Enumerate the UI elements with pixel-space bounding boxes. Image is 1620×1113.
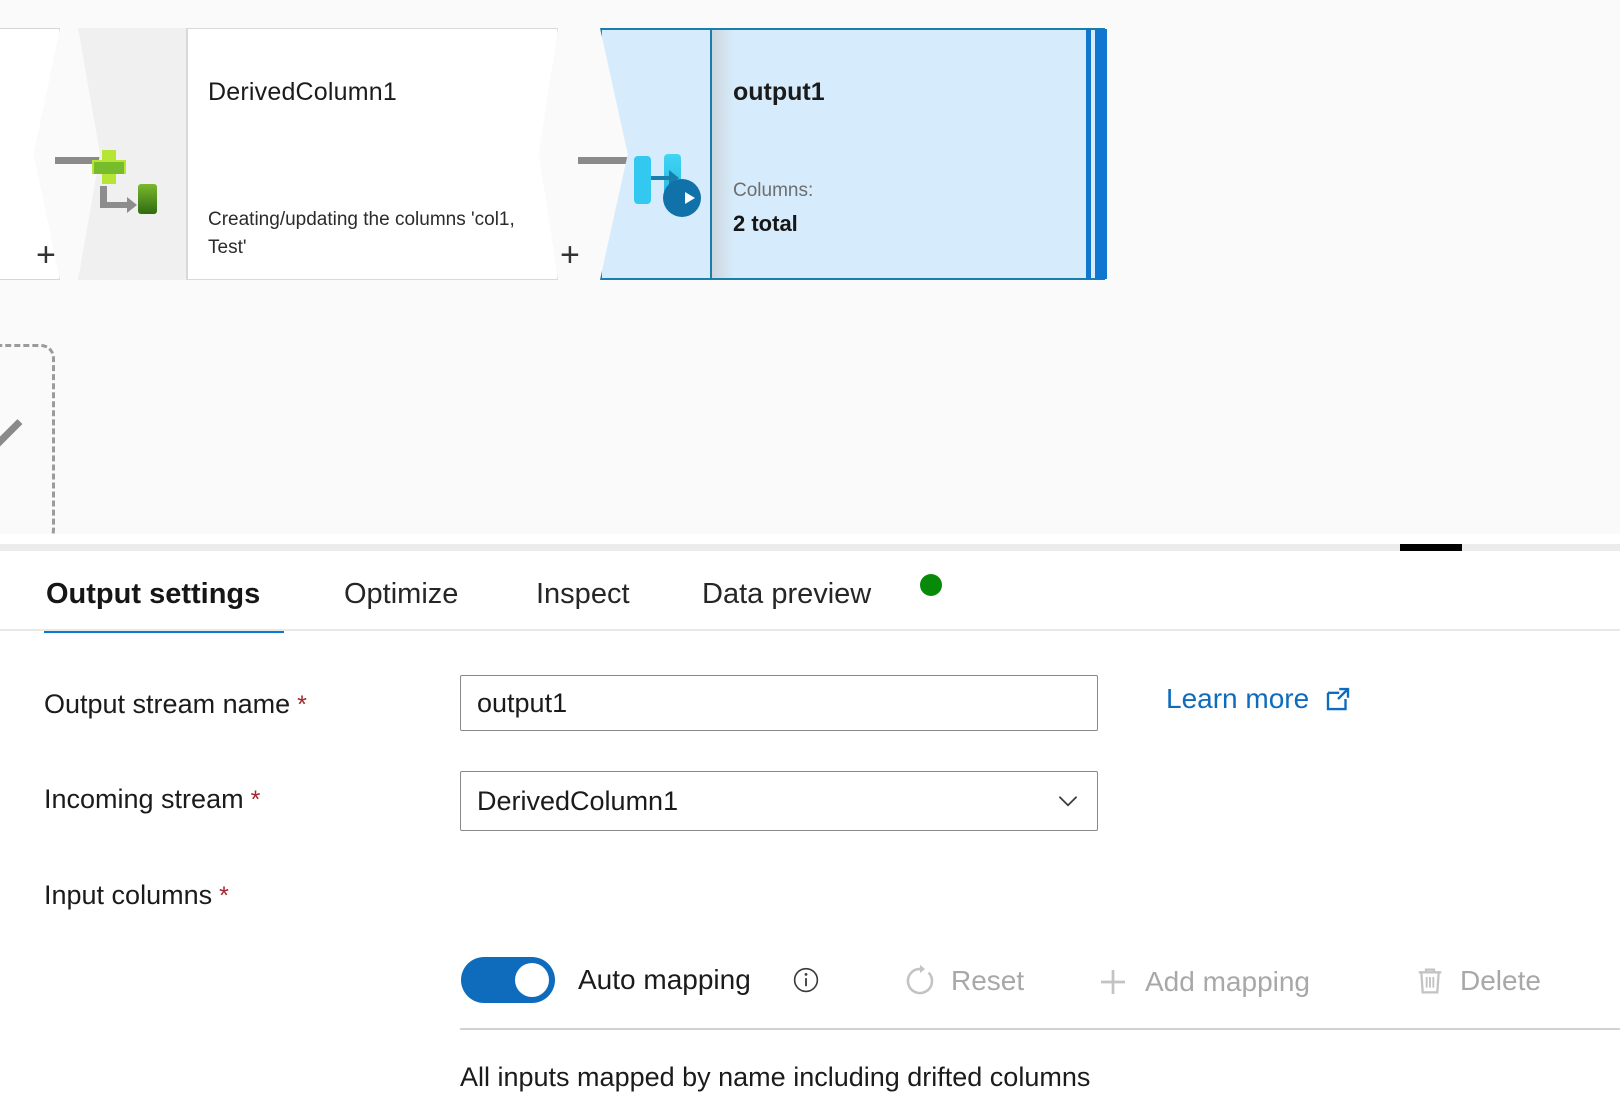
- incoming-stream-value: DerivedColumn1: [477, 785, 679, 816]
- settings-tabs: Output settings Optimize Inspect Data pr…: [0, 551, 1620, 633]
- output-node-columns-value: 2 total: [733, 211, 798, 236]
- derived-node-description: Creating/updating the columns 'col1, Tes…: [208, 209, 515, 258]
- tab-inspect[interactable]: Inspect: [534, 565, 632, 623]
- external-link-icon: [1327, 687, 1350, 711]
- info-circle-icon[interactable]: [793, 967, 819, 993]
- refresh-icon: [906, 964, 934, 995]
- output-stream-name-required: *: [297, 691, 307, 719]
- dashed-placeholder-node[interactable]: [0, 344, 55, 534]
- connector-derived-to-output: [578, 157, 636, 164]
- derived-node-title: DerivedColumn1: [208, 78, 397, 106]
- auto-mapping-toggle-knob: [515, 963, 549, 997]
- mapping-divider: [460, 1028, 1620, 1030]
- output-stream-name-label: Output stream name*: [44, 689, 307, 720]
- derived-column-node[interactable]: DerivedColumn1 Creating/updating the col…: [78, 28, 558, 280]
- data-preview-status-dot: [920, 574, 942, 596]
- incoming-stream-label-text: Incoming stream: [44, 784, 244, 814]
- auto-mapping-toggle[interactable]: [461, 957, 555, 1003]
- panel-resize-handle[interactable]: [1400, 544, 1462, 551]
- connector-source-to-derived: [55, 157, 107, 164]
- input-columns-label: Input columns*: [44, 880, 229, 911]
- output-node-columns-label: Columns:: [733, 180, 814, 201]
- reset-button[interactable]: Reset: [897, 963, 1030, 999]
- input-columns-required: *: [219, 882, 229, 910]
- data-flow-canvas[interactable]: + Derived: [0, 0, 1620, 534]
- sink-output-icon: [634, 154, 701, 217]
- output-node-shadow-strip: [712, 30, 734, 278]
- delete-label: Delete: [1460, 965, 1541, 996]
- add-mapping-label: Add mapping: [1145, 966, 1311, 997]
- output-stream-name-label-text: Output stream name: [44, 689, 291, 719]
- output-node-title: output1: [733, 78, 825, 106]
- settings-panel: Output settings Optimize Inspect Data pr…: [0, 551, 1620, 1113]
- tabs-divider: [0, 629, 1620, 631]
- incoming-stream-label: Incoming stream*: [44, 784, 260, 815]
- stub-add-button[interactable]: +: [36, 236, 56, 274]
- output-node-selection-bar-inner: [1086, 29, 1091, 279]
- delete-button[interactable]: Delete: [1408, 963, 1547, 999]
- output-sink-node[interactable]: output1 Columns: 2 total: [600, 28, 1110, 280]
- derived-add-button[interactable]: +: [560, 236, 580, 274]
- mapping-note: All inputs mapped by name including drif…: [460, 1062, 1091, 1092]
- tab-data-preview[interactable]: Data preview: [700, 565, 873, 623]
- auto-mapping-label: Auto mapping: [578, 964, 751, 995]
- learn-more-link[interactable]: Learn more: [1166, 683, 1353, 715]
- derived-column-icon: [92, 150, 157, 214]
- reset-label: Reset: [951, 965, 1025, 996]
- chevron-down-icon: [1058, 796, 1078, 807]
- output-node-selection-bar-outer: [1095, 29, 1107, 279]
- splitter-gap: [0, 534, 1620, 544]
- learn-more-label: Learn more: [1166, 683, 1310, 714]
- incoming-stream-select[interactable]: DerivedColumn1: [460, 771, 1098, 831]
- input-columns-label-text: Input columns: [44, 880, 213, 910]
- tab-optimize[interactable]: Optimize: [342, 565, 460, 623]
- output-node-icon-column: [600, 28, 712, 280]
- output-stream-name-input[interactable]: output1: [460, 675, 1098, 731]
- tab-output-settings[interactable]: Output settings: [44, 565, 262, 623]
- tab-active-underline: [44, 629, 284, 633]
- add-mapping-button[interactable]: Add mapping: [1089, 963, 1316, 1001]
- output-node-shape: [600, 28, 1105, 280]
- plus-icon: [1101, 970, 1125, 994]
- panel-resize-track[interactable]: [0, 544, 1620, 551]
- incoming-stream-required: *: [250, 786, 261, 814]
- trash-icon: [1418, 968, 1442, 994]
